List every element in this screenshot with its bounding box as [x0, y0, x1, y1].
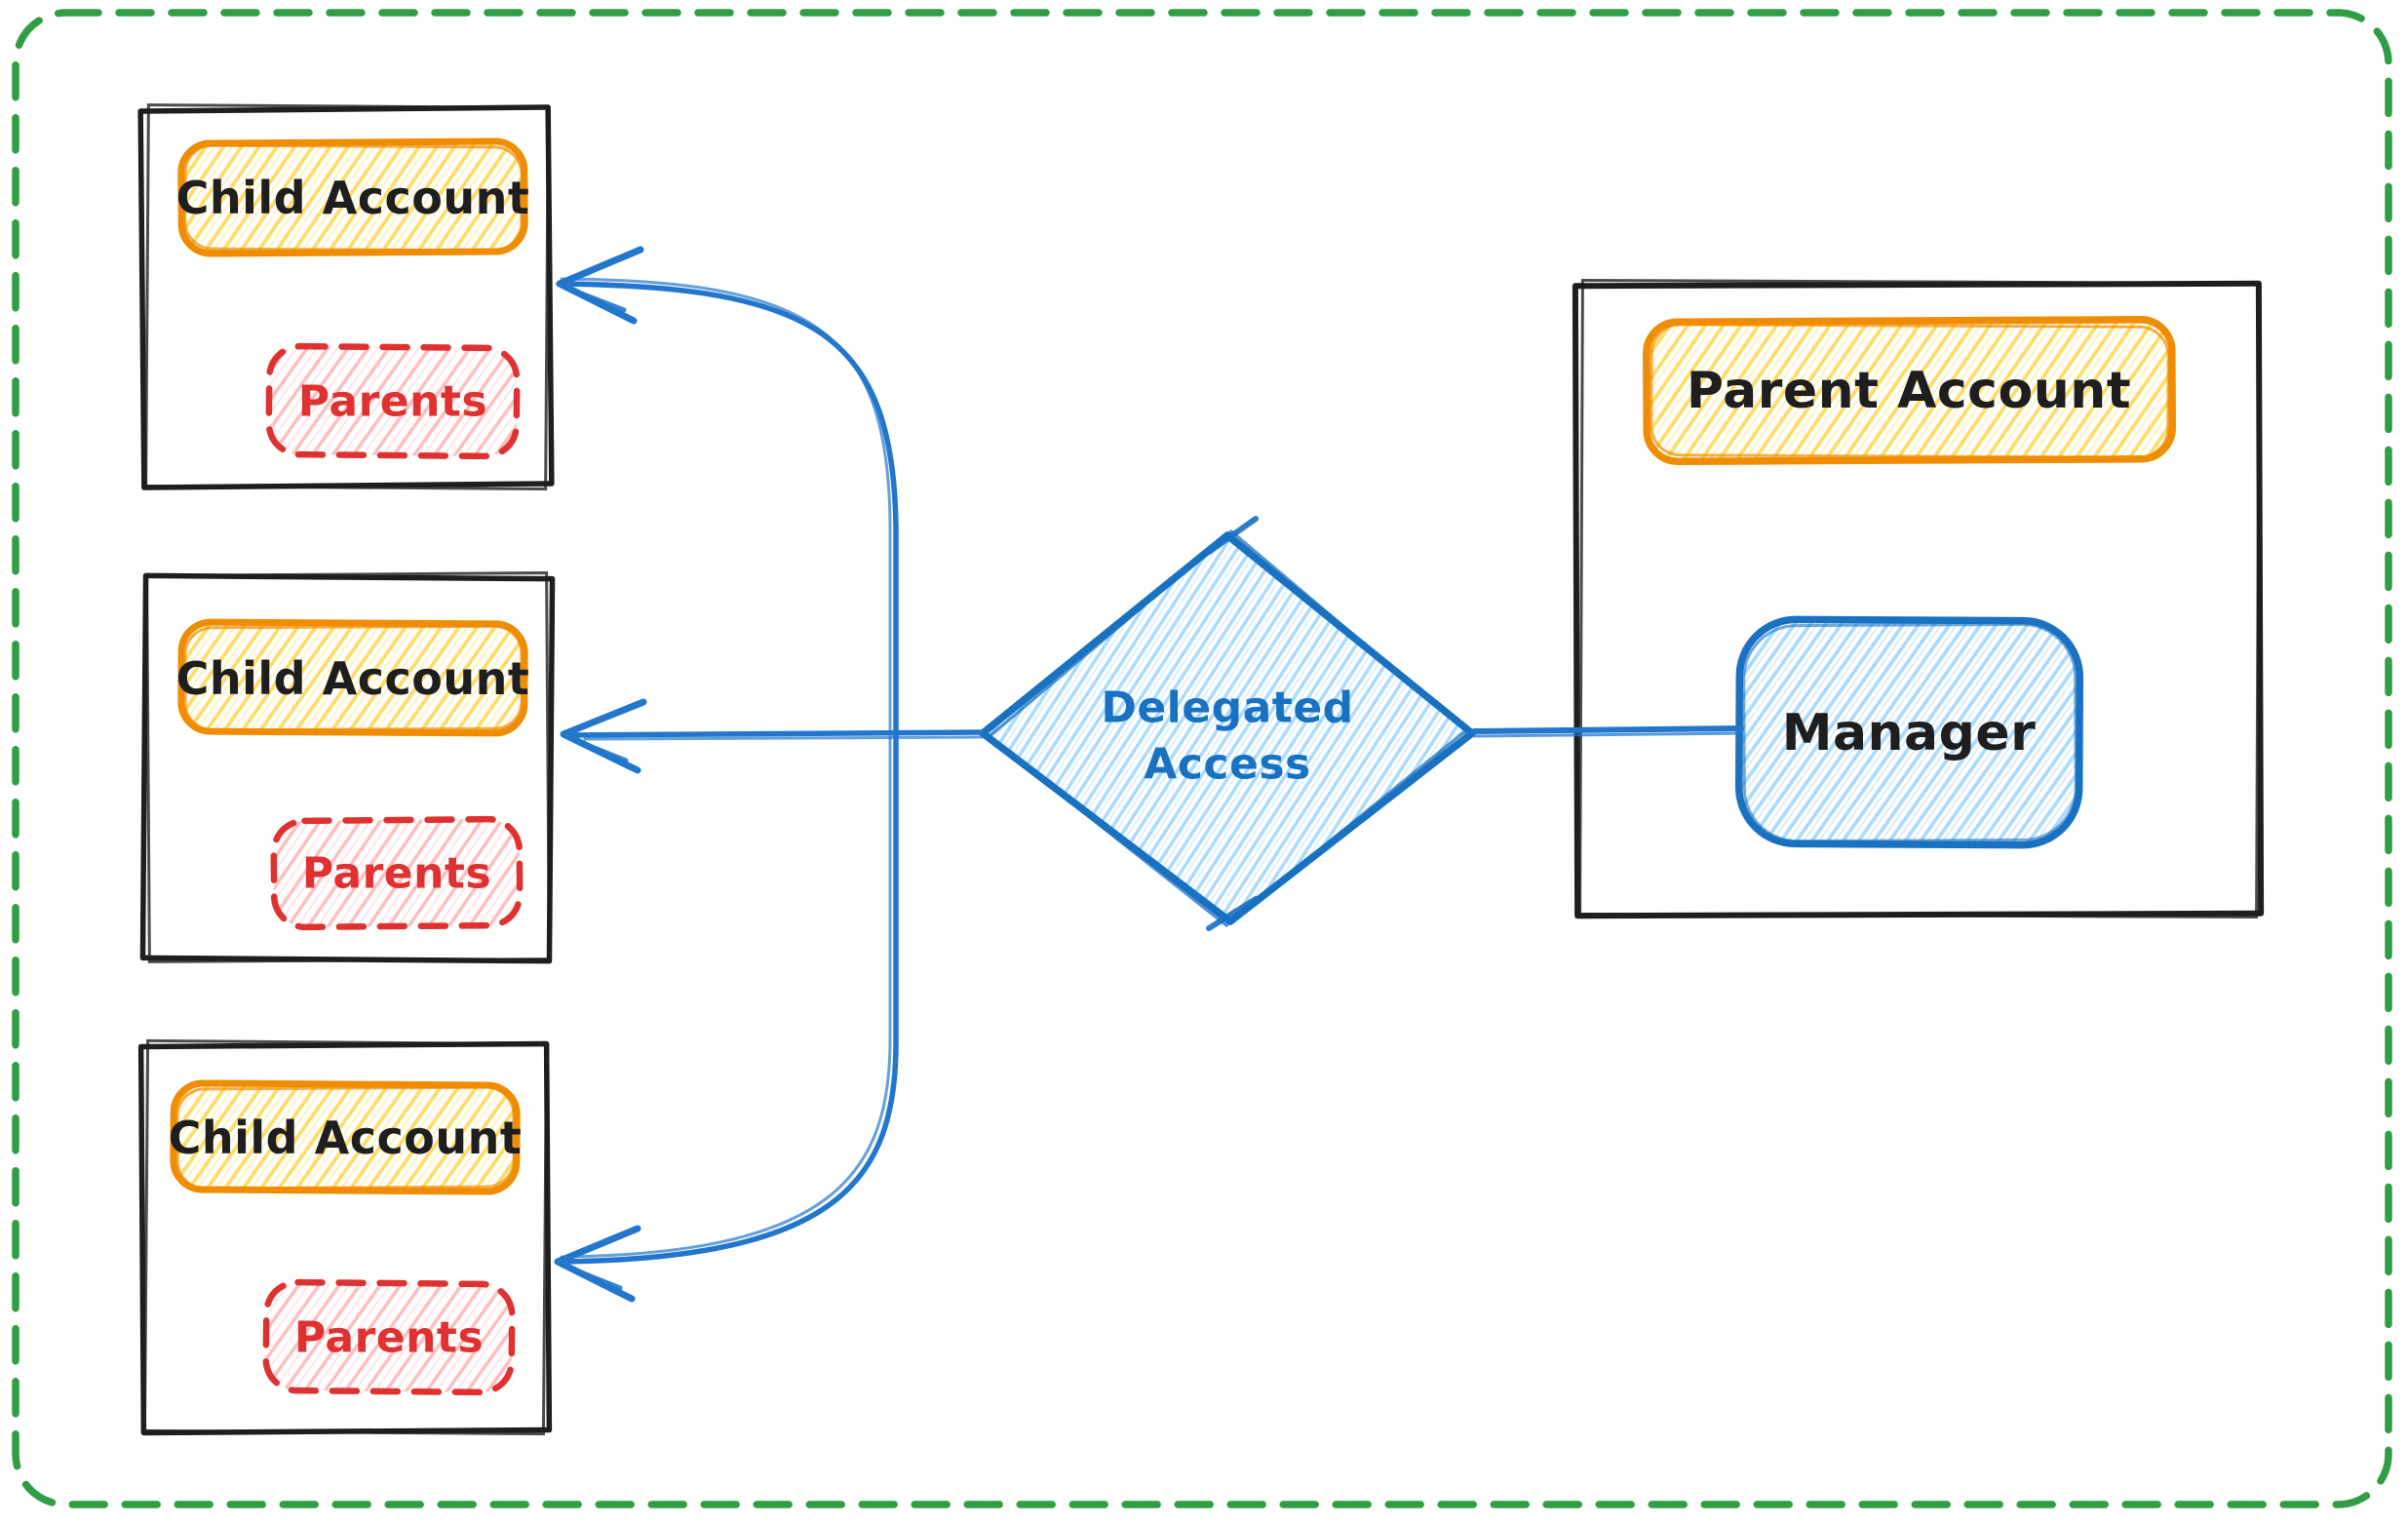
manager-node[interactable]: Manager	[1734, 615, 2084, 849]
child-account-label[interactable]: Child Account	[176, 618, 530, 737]
child-account-title: Child Account	[169, 1112, 523, 1164]
child-account-node-top[interactable]: Child Account Parents	[137, 103, 555, 490]
child-account-node-bottom[interactable]: Child Account Parents	[137, 1038, 553, 1436]
child-account-label-box	[170, 1079, 521, 1195]
straight-arrow-path	[564, 729, 985, 738]
parents-badge[interactable]: Parents	[262, 1278, 516, 1396]
arrowhead-bottom-tick	[559, 1262, 623, 1291]
child-account-label-box-sketch	[175, 1085, 516, 1191]
child-box-outline-sketch	[145, 571, 551, 963]
parents-badge-label: Parents	[294, 1313, 484, 1363]
parents-badge[interactable]: Parents	[265, 342, 521, 460]
child-account-label-box	[177, 618, 528, 737]
arrowhead-top-icon	[556, 246, 644, 325]
parent-box-outline-sketch	[1578, 278, 2261, 919]
child-account-title: Child Account	[176, 172, 530, 224]
parent-account-label-box-sketch	[1650, 323, 2170, 459]
child-account-label-box-sketch	[183, 143, 524, 253]
child-box-outline-sketch	[142, 1038, 549, 1436]
parents-badge-box	[265, 342, 521, 460]
decision-label-line2: Access	[1144, 740, 1310, 790]
child-box-outline	[137, 104, 555, 490]
parents-badge-box	[270, 815, 524, 931]
child-box-outline-sketch	[144, 103, 550, 490]
canvas-frame-border	[12, 9, 2392, 1508]
parents-badge-label: Parents	[298, 377, 487, 427]
connector-line-sketch	[1472, 731, 1743, 738]
parent-account-node[interactable]: Parent Account Manager	[1572, 278, 2265, 919]
arrowhead-top-tick	[561, 284, 627, 313]
parent-account-title: Parent Account	[1687, 362, 2131, 420]
child-account-title: Child Account	[176, 652, 530, 705]
straight-arrow-path-sketch	[583, 735, 984, 741]
diamond-corner-ticks	[1206, 516, 1259, 931]
connector-manager-to-diamond[interactable]	[1471, 725, 1744, 738]
diamond-shape-sketch	[987, 529, 1468, 927]
curved-arrow-path	[556, 281, 899, 1265]
child-account-label-box	[177, 137, 528, 257]
arrow-diamond-to-middle-child[interactable]	[560, 698, 985, 774]
connector-line	[1471, 725, 1744, 734]
delegated-access-diamond[interactable]: Delegated Access	[979, 516, 1476, 931]
arrow-diamond-to-top-and-bottom-child[interactable]	[554, 246, 899, 1303]
arrowhead-bottom-icon	[554, 1225, 641, 1303]
child-account-label-box-sketch	[183, 624, 524, 732]
arrowhead-middle-icon	[560, 698, 647, 774]
parents-badge-label: Parents	[302, 849, 491, 899]
decision-label-line1: Delegated	[1101, 684, 1353, 733]
parent-account-label[interactable]: Parent Account	[1643, 316, 2176, 465]
manager-box	[1734, 615, 2084, 849]
parents-badge-box	[262, 1278, 516, 1396]
parents-badge[interactable]: Parents	[270, 815, 524, 931]
child-account-node-middle[interactable]: Child Account Parents	[139, 571, 556, 964]
manager-label: Manager	[1782, 704, 2037, 762]
child-account-label[interactable]: Child Account	[169, 1079, 523, 1195]
curved-arrow-path-sketch	[560, 277, 892, 1259]
child-account-label[interactable]: Child Account	[176, 137, 530, 257]
manager-box-sketch	[1742, 622, 2078, 843]
arrowhead-middle-tick	[564, 734, 629, 763]
parent-account-label-box	[1643, 316, 2176, 465]
